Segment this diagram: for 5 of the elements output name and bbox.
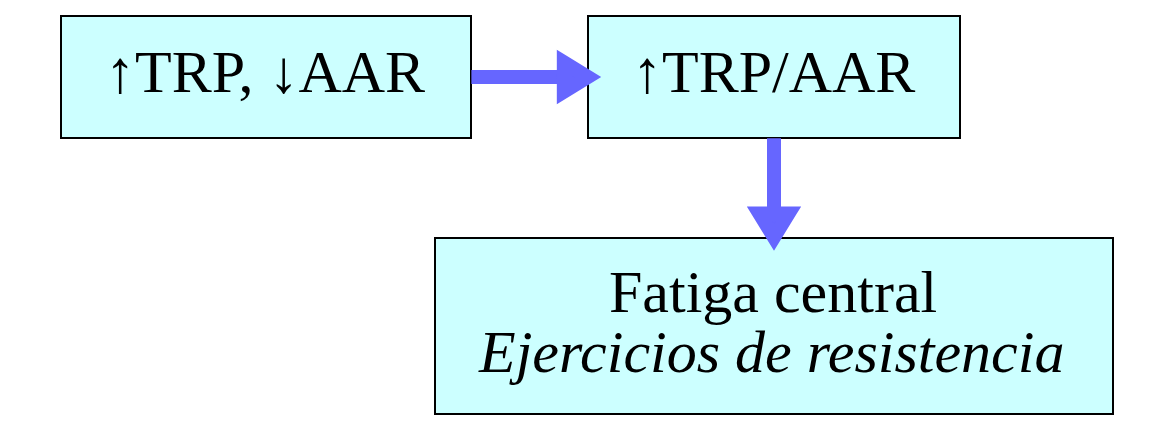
arrow [470,49,601,105]
node-box: ↑TRP, ↓AAR [59,15,472,139]
node-box: Fatiga central Ejercicios de resistencia [433,237,1114,415]
node-box: ↑TRP/AAR [586,15,961,139]
arrow [746,138,801,251]
